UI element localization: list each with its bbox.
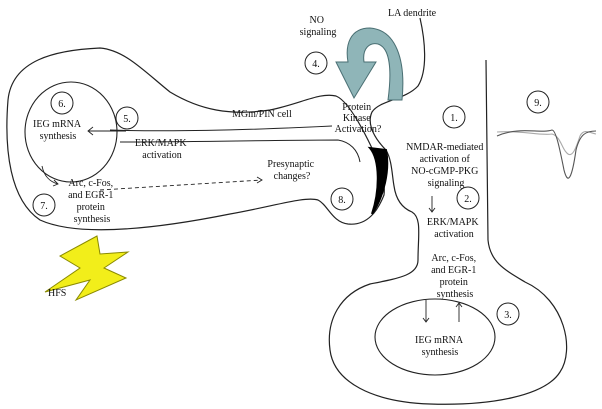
step-number-1: 1. [450,113,458,124]
protein-kinase-label: Protein Kinase Activation? [335,102,382,135]
step-number-6: 6. [58,99,66,110]
step-number-5: 5. [123,114,131,125]
step-circle-1 [442,105,466,129]
step-number-9: 9. [534,98,542,109]
step-circle-4 [304,51,328,75]
step-number-8: 8. [338,195,346,206]
step-circle-5 [115,106,139,130]
hfs-lightning-bolt [44,235,130,302]
presynaptic-nucleus [24,81,118,183]
ieg-right-label: IEG mRNA synthesis [415,335,465,358]
step-circle-7 [32,193,56,217]
step-circles [32,51,550,326]
erk-right-label: ERK/MAPK activation [427,217,481,240]
pathway-arrows [41,126,463,323]
step-number-3: 3. [504,310,512,321]
presynaptic-cell-outline [6,47,385,231]
epsp-trace [496,129,597,179]
ieg-left-label: IEG mRNA synthesis [33,119,83,142]
step-circle-2 [456,186,480,210]
step-circle-3 [496,302,520,326]
postsynaptic-dendrite-outline [328,17,568,405]
step-circle-6 [50,91,74,115]
no-signaling-label: NO signaling [300,15,337,38]
step-number-4: 4. [312,59,320,70]
erk-left-label: ERK/MAPK activation [135,138,189,161]
presynaptic-label: Presynaptic changes? [267,159,316,182]
axon-inner-line-upper [109,125,333,132]
step-circle-9 [526,90,550,114]
postsynaptic-nucleus [374,298,496,376]
arc-right-label: Arc, c-Fos, and EGR-1 protein synthesis [431,253,479,300]
axon-inner-line-lower [119,139,361,163]
synaptic-cleft-mark [367,146,389,215]
step-number-2: 2. [464,194,472,205]
hfs-label: HFS [48,288,66,299]
step-number-7: 7. [40,201,48,212]
no-retrograde-arrow [335,27,404,101]
step-circle-8 [330,187,354,211]
mgm-pin-cell-label: MGm/PIN cell [232,109,292,120]
la-dendrite-label: LA dendrite [388,8,437,19]
nmdar-label: NMDAR-mediated activation of NO-cGMP-PKG… [406,142,486,189]
arc-left-label: Arc, c-Fos, and EGR-1 protein synthesis [68,178,116,225]
